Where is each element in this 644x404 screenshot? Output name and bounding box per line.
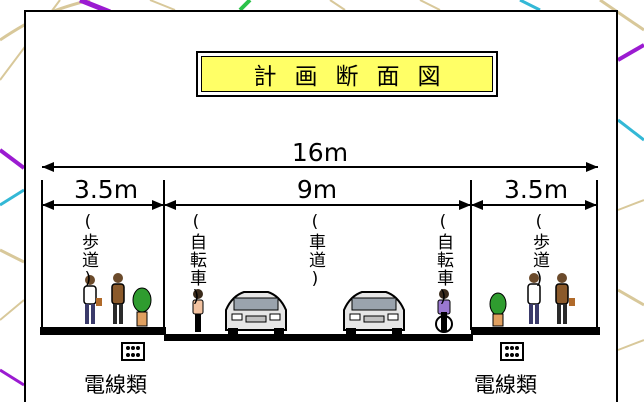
cyclist-right-icon <box>435 289 453 333</box>
left-sidewalk-dimension-line <box>42 200 164 210</box>
ground-profile <box>40 327 600 341</box>
total-width-label: 16m <box>291 138 349 167</box>
tree-right-icon <box>489 292 507 327</box>
left-bicycle-lane-label: (自転車) <box>186 212 206 308</box>
right-sidewalk-dimension-line <box>471 200 597 210</box>
title-box: 計画断面図 <box>201 56 493 92</box>
right-sidewalk-width-label: 3.5m <box>503 175 569 204</box>
car-right-icon <box>343 291 405 336</box>
right-bicycle-lane-label: (自転車) <box>433 212 453 308</box>
total-width-dimension-line <box>42 162 598 172</box>
cross-section-panel: 計画断面図 16m 3.5m 9m 3.5m (歩道) (自転車) (車道) (… <box>24 10 618 402</box>
utility-label-right: 電線類 <box>474 373 537 397</box>
left-sidewalk-label: (歩道) <box>78 212 98 290</box>
utility-label-left: 電線類 <box>84 373 147 397</box>
car-left-icon <box>225 291 287 336</box>
title-frame: 計画断面図 <box>196 51 498 97</box>
pedestrians-right-icon <box>527 273 575 324</box>
utility-duct-right-icon <box>500 342 524 361</box>
pedestrians-left-icon <box>83 273 125 324</box>
right-sidewalk-label: (歩道) <box>529 212 549 290</box>
roadway-dimension-line <box>164 200 471 210</box>
cyclist-left-icon <box>192 289 204 332</box>
cross-section-drawing <box>40 162 600 361</box>
utility-duct-left-icon <box>121 342 145 361</box>
roadway-width-label: 9m <box>296 175 338 204</box>
left-sidewalk-width-label: 3.5m <box>73 175 139 204</box>
roadway-label: (車道) <box>305 212 325 290</box>
diagram-title: 計画断面図 <box>253 64 459 90</box>
tree-left-icon <box>132 287 152 327</box>
